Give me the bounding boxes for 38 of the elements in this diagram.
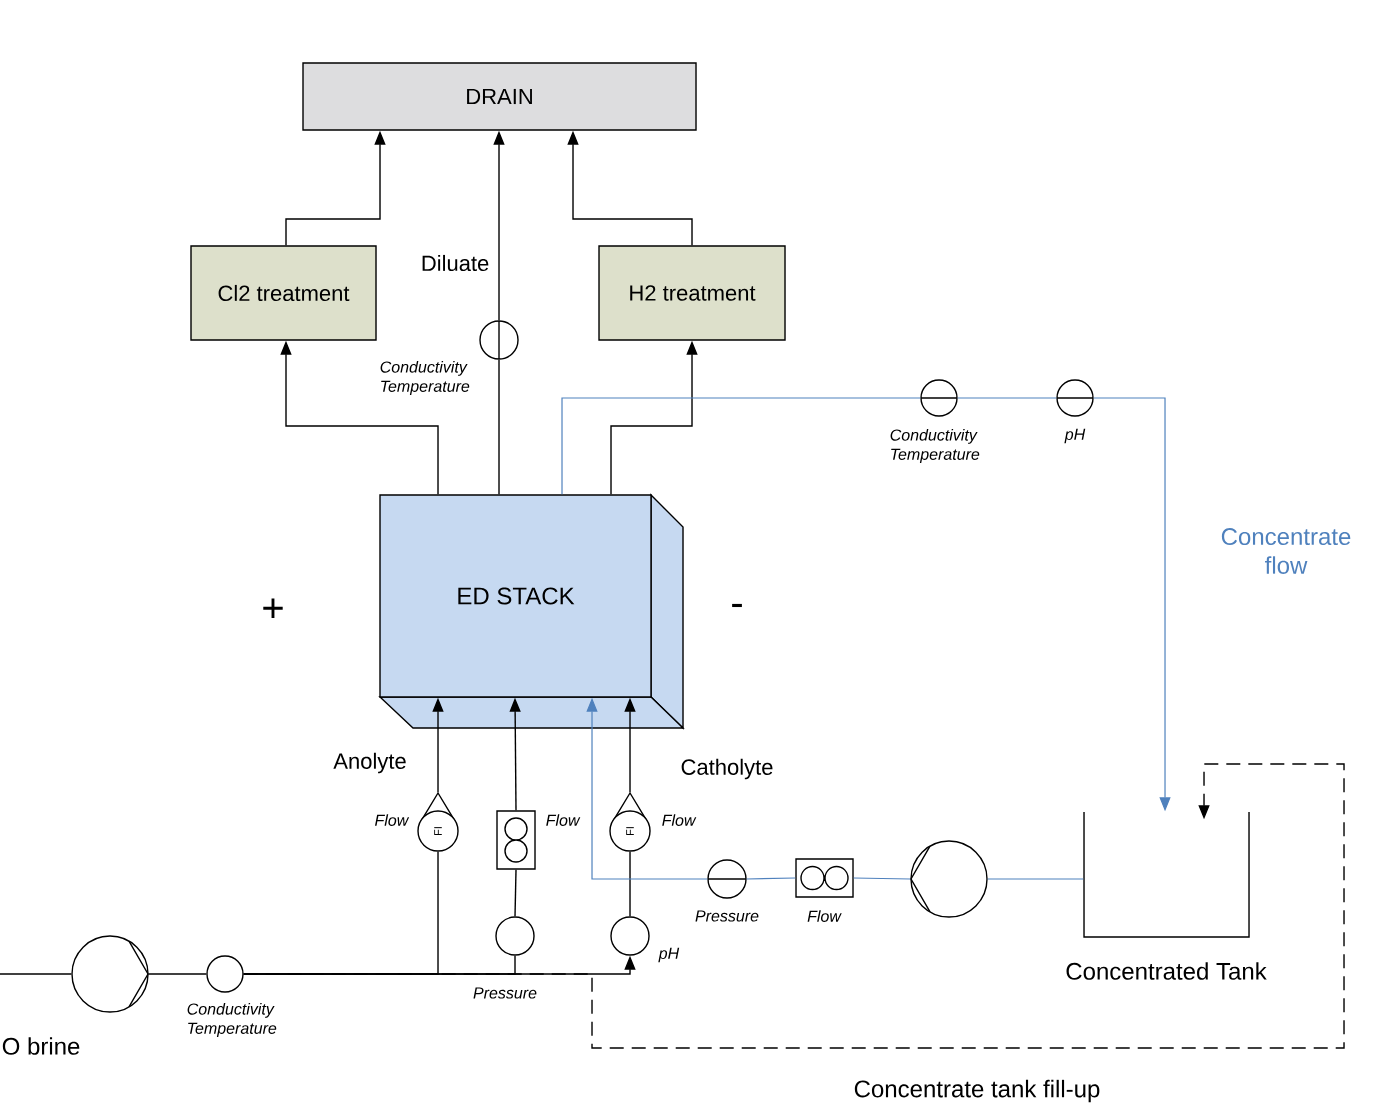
instrument-label: pH: [1064, 428, 1086, 444]
pipe-line: [498, 359, 500, 495]
stream-label: Concentrate tank fill-up: [854, 1079, 1100, 1103]
pipe-line: [853, 877, 911, 880]
stream-label: O brine: [2, 1037, 80, 1055]
pipe-line: [0, 973, 72, 975]
polarity-sign: +: [263, 598, 283, 619]
stream-label: Anolyte: [333, 752, 406, 774]
instrument-label: Conductivity Temperature: [890, 428, 980, 464]
pipe-line: [987, 878, 1084, 880]
instrument-label: pH: [658, 947, 680, 963]
pipe-line: [746, 877, 796, 880]
pipe-line: [957, 397, 1057, 399]
stream-label: Diluate: [422, 254, 489, 272]
instrument-label: Pressure: [695, 910, 759, 922]
flow-indicator: FI: [417, 791, 459, 852]
instrument-label: Flow: [375, 814, 410, 826]
instrument-label: Conductivity Temperature: [380, 360, 470, 396]
stream-label: Concentrate flow: [1221, 528, 1351, 574]
instrument-label: Conductivity Temperature: [187, 1002, 277, 1038]
pipe-line: [514, 869, 517, 917]
tank-label: Concentrated Tank: [1066, 962, 1267, 980]
stream-label: Catholyte: [681, 758, 773, 780]
process-box: Cl2 treatment: [190, 245, 377, 341]
pipe-line: [561, 397, 921, 495]
drain-box: DRAIN: [302, 62, 697, 131]
pipe-line: [629, 851, 631, 917]
process-box: H2 treatment: [598, 245, 786, 341]
flow-indicator: FI: [609, 791, 651, 852]
instrument-label: Flow: [807, 910, 842, 922]
instrument-label: Flow: [546, 814, 581, 826]
pump-symbol: [71, 935, 149, 1013]
pipe-line: [148, 973, 207, 975]
instrument-label: Flow: [662, 814, 697, 826]
arrow: [243, 763, 1345, 1049]
pump-symbol: [910, 840, 988, 918]
polarity-sign: -: [732, 603, 742, 608]
instrument-label: Pressure: [473, 987, 537, 999]
